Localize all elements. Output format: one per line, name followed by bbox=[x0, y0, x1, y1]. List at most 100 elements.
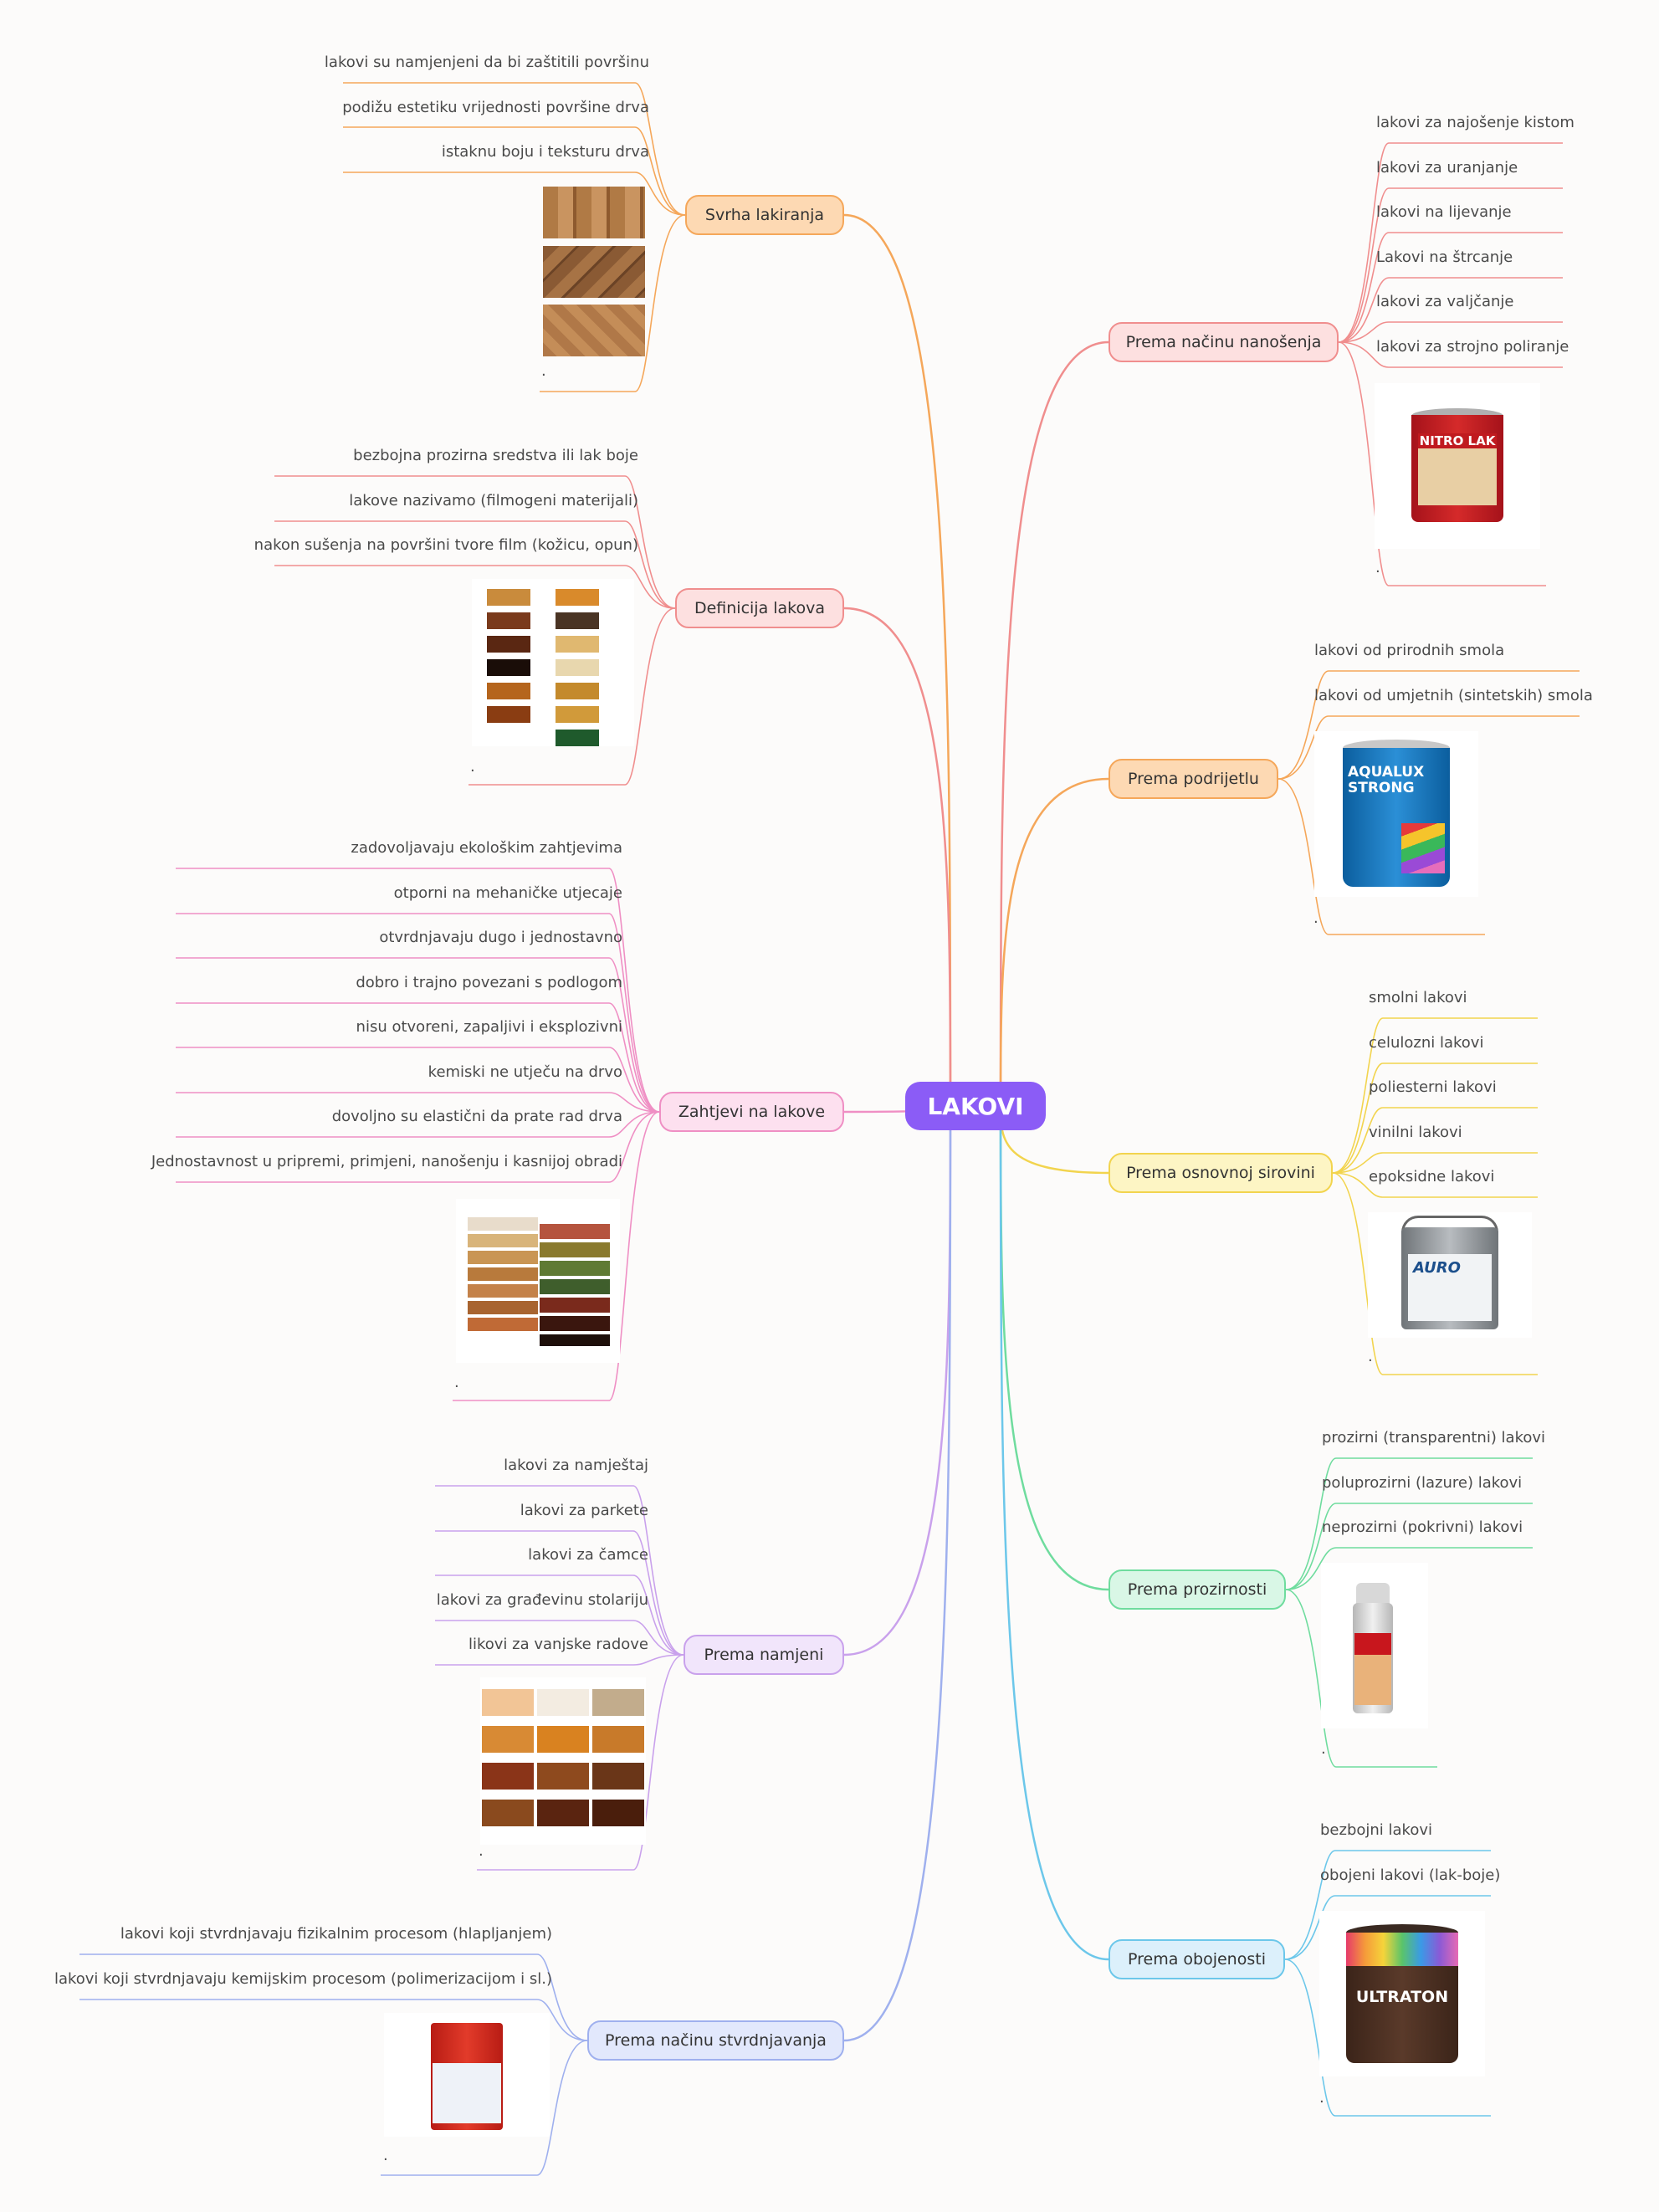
palette-swatch bbox=[537, 1800, 589, 1826]
can-body bbox=[1346, 1966, 1458, 2063]
leaf-connector bbox=[1332, 1107, 1538, 1174]
image-connector bbox=[477, 1654, 684, 1871]
leaf-text: kemiski ne utječu na drvo bbox=[428, 1063, 622, 1081]
finish-swatch bbox=[540, 1242, 610, 1257]
leaf-connector bbox=[435, 1485, 684, 1656]
leaf-text: lakovi za uranjanje bbox=[1376, 159, 1518, 177]
leaf-text: poliesterni lakovi bbox=[1369, 1078, 1497, 1096]
parquet-photo bbox=[543, 246, 645, 298]
finish-swatch bbox=[468, 1251, 538, 1264]
leaf-text: lakovi za najošenje kistom bbox=[1376, 114, 1575, 131]
leaf-connector bbox=[435, 1620, 684, 1656]
palette-swatch bbox=[537, 1689, 589, 1716]
branch-prema-nacinu-nanosenja[interactable]: Prema načinu nanošenja bbox=[1109, 322, 1339, 362]
branch-prema-namjeni[interactable]: Prema namjeni bbox=[684, 1635, 844, 1675]
finish-swatch bbox=[468, 1267, 538, 1281]
branch-zahtjevi-na-lakove[interactable]: Zahtjevi na lakove bbox=[659, 1092, 844, 1132]
leaf-text: dobro i trajno povezani s podlogom bbox=[356, 974, 622, 991]
leaf-connector bbox=[176, 1111, 660, 1183]
leaf-text: lakovi za parkete bbox=[520, 1502, 648, 1519]
stain-swatch bbox=[487, 706, 530, 723]
image-connector bbox=[469, 607, 676, 786]
leaf-text: lakovi za čamce bbox=[528, 1546, 648, 1564]
palette-swatch bbox=[482, 1726, 534, 1753]
aqualux-can-image: AQUALUX STRONG bbox=[1314, 731, 1478, 897]
leaf-text: lakovi na lijevanje bbox=[1376, 203, 1512, 221]
leaf-connector bbox=[435, 1575, 684, 1656]
leaf-text: lakovi koji stvrdnjavaju fizikalnim proc… bbox=[120, 1925, 552, 1943]
image-connector bbox=[453, 1111, 660, 1401]
leaf-text: lakove nazivamo (filmogeni materijali) bbox=[349, 492, 638, 509]
leaf-connector bbox=[343, 82, 686, 216]
branch-prema-obojenosti[interactable]: Prema obojenosti bbox=[1109, 1939, 1285, 1979]
stain-swatch bbox=[487, 612, 530, 629]
finish-swatch bbox=[540, 1261, 610, 1276]
branch-prema-nacinu-stvrdnjavanja[interactable]: Prema načinu stvrdnjavanja bbox=[587, 2020, 844, 2061]
branch-connector bbox=[843, 607, 952, 1107]
stain-swatch bbox=[556, 636, 599, 653]
stain-swatch bbox=[556, 706, 599, 723]
can-text: ULTRATON bbox=[1355, 1988, 1449, 2006]
leaf-text: istaknu boju i teksturu drva bbox=[441, 143, 649, 161]
leaf-connector bbox=[1284, 1895, 1491, 1960]
leaf-connector bbox=[1338, 187, 1563, 343]
image-caption: . bbox=[1321, 1740, 1326, 1758]
image-connector bbox=[1278, 778, 1485, 935]
leaf-connector bbox=[1338, 341, 1563, 368]
branch-connector bbox=[999, 341, 1109, 1107]
leaf-text: Jednostavnost u pripremi, primjeni, nano… bbox=[151, 1153, 622, 1170]
leaf-connector bbox=[1332, 1062, 1538, 1174]
leaf-text: nakon sušenja na površini tvore film (ko… bbox=[253, 536, 638, 554]
parquet-image bbox=[543, 187, 645, 356]
can-label bbox=[1408, 1254, 1492, 1321]
leaf-text: lakovi od prirodnih smola bbox=[1314, 642, 1505, 659]
can-stripes bbox=[1401, 823, 1445, 873]
leaf-text: otporni na mehaničke utjecaje bbox=[393, 884, 622, 902]
leaf-connector bbox=[176, 1002, 660, 1113]
leaf-connector bbox=[435, 1654, 684, 1666]
central-topic[interactable]: LAKOVI bbox=[905, 1082, 1046, 1130]
leaf-connector bbox=[176, 957, 660, 1113]
leaf-connector bbox=[176, 868, 660, 1113]
leaf-text: celulozni lakovi bbox=[1369, 1034, 1484, 1052]
branch-prema-osnovnoj-sirovini[interactable]: Prema osnovnoj sirovini bbox=[1109, 1153, 1333, 1193]
image-connector bbox=[1338, 341, 1546, 586]
can-text: AURO bbox=[1413, 1259, 1461, 1277]
stain-swatch bbox=[487, 683, 530, 699]
leaf-connector bbox=[435, 1530, 684, 1656]
leaf-text: podižu estetiku vrijednosti površine drv… bbox=[342, 99, 649, 116]
branch-svrha-lakiranja[interactable]: Svrha lakiranja bbox=[685, 195, 844, 235]
leaf-connector bbox=[176, 1092, 660, 1113]
leaf-text: otvrdnjavaju dugo i jednostavno bbox=[379, 929, 622, 946]
image-caption: . bbox=[1313, 909, 1318, 927]
finish-swatch bbox=[540, 1224, 610, 1239]
color-palette-image bbox=[480, 1677, 646, 1845]
leaf-text: lakovi za namještaj bbox=[504, 1457, 648, 1474]
image-caption: . bbox=[454, 1374, 459, 1391]
image-caption: . bbox=[479, 1842, 484, 1860]
branch-connector bbox=[843, 1105, 952, 2042]
branch-definicija-lakova[interactable]: Definicija lakova bbox=[675, 588, 844, 628]
leaf-text: dovoljno su elastični da prate rad drva bbox=[331, 1108, 622, 1125]
branch-connector bbox=[843, 213, 952, 1107]
spray-label bbox=[1354, 1633, 1391, 1705]
palette-swatch bbox=[537, 1763, 589, 1790]
leaf-text: lakovi su namjenjeni da bi zaštitili pov… bbox=[324, 54, 649, 71]
leaf-text: likovi za vanjske radove bbox=[468, 1636, 648, 1653]
finish-swatch bbox=[468, 1234, 538, 1247]
branch-prema-prozirnosti[interactable]: Prema prozirnosti bbox=[1109, 1569, 1286, 1610]
leaf-text: smolni lakovi bbox=[1369, 989, 1467, 1006]
stain-swatch bbox=[487, 636, 530, 653]
leaf-connector bbox=[1338, 277, 1563, 343]
finish-swatch bbox=[468, 1301, 538, 1314]
palette-swatch bbox=[482, 1763, 534, 1790]
bucket-label bbox=[433, 2063, 501, 2123]
spray-can-image bbox=[1321, 1563, 1428, 1728]
stain-swatch bbox=[556, 730, 599, 746]
leaf-connector bbox=[343, 172, 686, 216]
ultraton-can-image: ULTRATON bbox=[1319, 1911, 1485, 2076]
leaf-connector bbox=[1285, 1547, 1533, 1590]
branch-prema-podrijetlu[interactable]: Prema podrijetlu bbox=[1109, 759, 1278, 799]
leaf-text: lakovi od umjetnih (sintetskih) smola bbox=[1314, 687, 1593, 704]
